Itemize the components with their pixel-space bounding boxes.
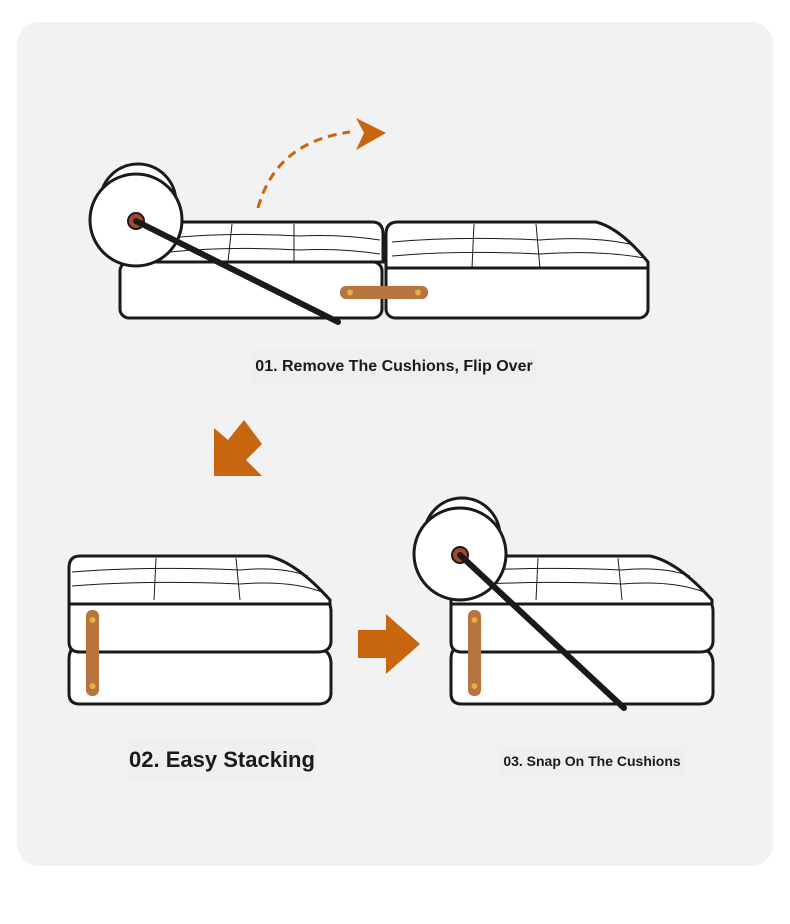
leather-strap — [340, 286, 428, 299]
left-top-cushion — [148, 220, 385, 264]
step3-illustration — [412, 496, 715, 711]
step2-illustration — [67, 554, 333, 706]
step1-illustration — [88, 162, 650, 325]
vertical-strap — [86, 610, 99, 696]
dashed-curved-arrow-icon — [256, 118, 386, 209]
bolster-rod — [133, 218, 341, 325]
stack-top-cushion — [67, 554, 332, 606]
instruction-panel — [17, 22, 773, 866]
diagonal-down-left-arrow-icon — [214, 420, 262, 476]
step2-caption: 02. Easy Stacking — [128, 740, 316, 780]
stack-bottom-cushion — [67, 646, 333, 706]
step3-caption: 03. Snap On The Cushions — [498, 746, 686, 776]
right-arrow-icon — [358, 614, 420, 674]
step1-caption: 01. Remove The Cushions, Flip Over — [252, 350, 536, 384]
right-top-cushion — [384, 220, 650, 270]
